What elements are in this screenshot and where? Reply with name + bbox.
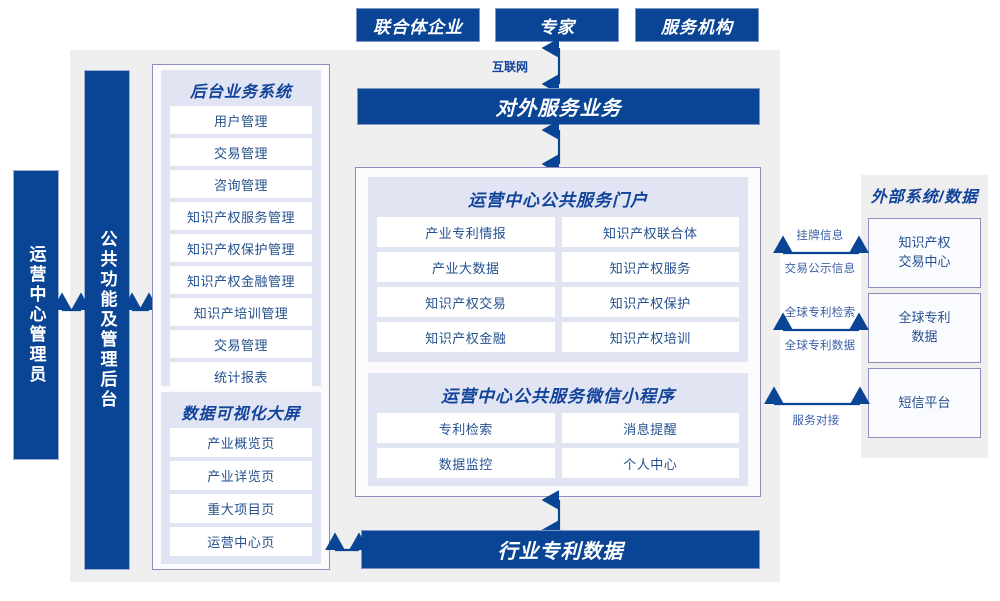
visualization-title: 数据可视化大屏 [181, 406, 301, 423]
external-link-label-above-1: 全球专利检索 [784, 307, 856, 319]
portal-item[interactable]: 知识产权培训 [561, 322, 739, 352]
top-actor-box-2: 服务机构 [635, 8, 759, 42]
external-link-label-below-0: 交易公示信息 [784, 263, 856, 275]
external-system-line2: 数据 [911, 329, 938, 344]
top-actor-box-1: 专家 [495, 8, 619, 42]
role-bar-label: 公共功能及管理后台 [97, 230, 117, 410]
miniprogram-item[interactable]: 消息提醒 [561, 413, 739, 443]
portal-item[interactable]: 知识产权交易 [377, 287, 555, 317]
backoffice-item[interactable]: 知识产权金融管理 [170, 266, 312, 294]
backoffice-title: 后台业务系统 [189, 84, 292, 101]
miniprogram-title: 运营中心公共服务微信小程序 [441, 387, 675, 406]
external-link-label-below-1: 全球专利数据 [784, 340, 856, 352]
backoffice-item[interactable]: 统计报表 [170, 362, 312, 390]
internet-label: 互联网 [492, 60, 529, 74]
arrow-internet [541, 38, 561, 94]
top-actor-box-0: 联合体企业 [356, 8, 480, 42]
role-bar-operator: 运营中心管理员 [13, 170, 59, 460]
role-bar-label: 运营中心管理员 [26, 245, 46, 385]
external-system-line1: 短信平台 [898, 394, 951, 410]
portal-item[interactable]: 产业大数据 [377, 252, 555, 282]
external-system-box-1[interactable]: 全球专利 数据 [868, 293, 981, 363]
backoffice-group: 后台业务系统 用户管理 交易管理 咨询管理 知识产权服务管理 知识产权保护管理 … [161, 70, 321, 390]
industry-data-label: 行业专利数据 [497, 541, 624, 563]
backoffice-item[interactable]: 交易管理 [170, 138, 312, 166]
external-systems-title: 外部系统/数据 [870, 189, 979, 206]
arrow-service-to-portal [541, 120, 561, 174]
visualization-item[interactable]: 运营中心页 [170, 527, 312, 556]
arrow-external-0 [773, 235, 869, 255]
external-system-box-2[interactable]: 短信平台 [868, 368, 981, 438]
arrow-visualization-to-industry-data [325, 532, 369, 552]
miniprogram-group: 运营中心公共服务微信小程序 专利检索 消息提醒 数据监控 个人中心 [368, 373, 748, 486]
backoffice-item[interactable]: 交易管理 [170, 330, 312, 358]
role-bar-backoffice: 公共功能及管理后台 [84, 70, 130, 570]
external-link-label-above-0: 挂牌信息 [796, 230, 844, 242]
portal-item[interactable]: 知识产权金融 [377, 322, 555, 352]
arrow-portal-to-industry-data [541, 490, 561, 540]
portal-item[interactable]: 知识产权服务 [561, 252, 739, 282]
portal-item[interactable]: 产业专利情报 [377, 217, 555, 247]
top-actor-label: 专家 [539, 17, 575, 37]
top-actor-label: 服务机构 [661, 17, 733, 37]
miniprogram-item[interactable]: 数据监控 [377, 448, 555, 478]
industry-data-bar: 行业专利数据 [361, 530, 760, 569]
visualization-item[interactable]: 重大项目页 [170, 494, 312, 523]
visualization-item[interactable]: 产业详览页 [170, 461, 312, 490]
top-actor-label: 联合体企业 [373, 17, 463, 37]
visualization-item[interactable]: 产业概览页 [170, 428, 312, 457]
arrow-backoffice-to-systems [122, 292, 159, 312]
external-service-label: 对外服务业务 [495, 98, 622, 120]
portal-title: 运营中心公共服务门户 [468, 191, 648, 210]
external-system-line1: 知识产权 [898, 235, 951, 251]
arrow-external-1 [773, 312, 869, 332]
backoffice-item[interactable]: 知识产权保护管理 [170, 234, 312, 262]
external-system-line2: 交易中心 [898, 254, 951, 269]
backoffice-item[interactable]: 知识产培训管理 [170, 298, 312, 326]
portal-group: 运营中心公共服务门户 产业专利情报 知识产权联合体 产业大数据 知识产权服务 知… [368, 177, 748, 362]
external-system-line1: 全球专利 [898, 310, 951, 326]
external-system-box-0[interactable]: 知识产权 交易中心 [868, 218, 981, 288]
visualization-group: 数据可视化大屏 产业概览页 产业详览页 重大项目页 运营中心页 [161, 392, 321, 564]
arrow-external-2 [764, 386, 870, 406]
portal-item[interactable]: 知识产权保护 [561, 287, 739, 317]
arrow-operator-to-backoffice [52, 292, 91, 312]
backoffice-item[interactable]: 知识产权服务管理 [170, 202, 312, 230]
backoffice-item[interactable]: 用户管理 [170, 106, 312, 134]
backoffice-item[interactable]: 咨询管理 [170, 170, 312, 198]
portal-item[interactable]: 知识产权联合体 [561, 217, 739, 247]
external-link-label-below-2: 服务对接 [792, 415, 840, 427]
miniprogram-item[interactable]: 专利检索 [377, 413, 555, 443]
external-service-bar: 对外服务业务 [357, 88, 760, 125]
miniprogram-item[interactable]: 个人中心 [561, 448, 739, 478]
